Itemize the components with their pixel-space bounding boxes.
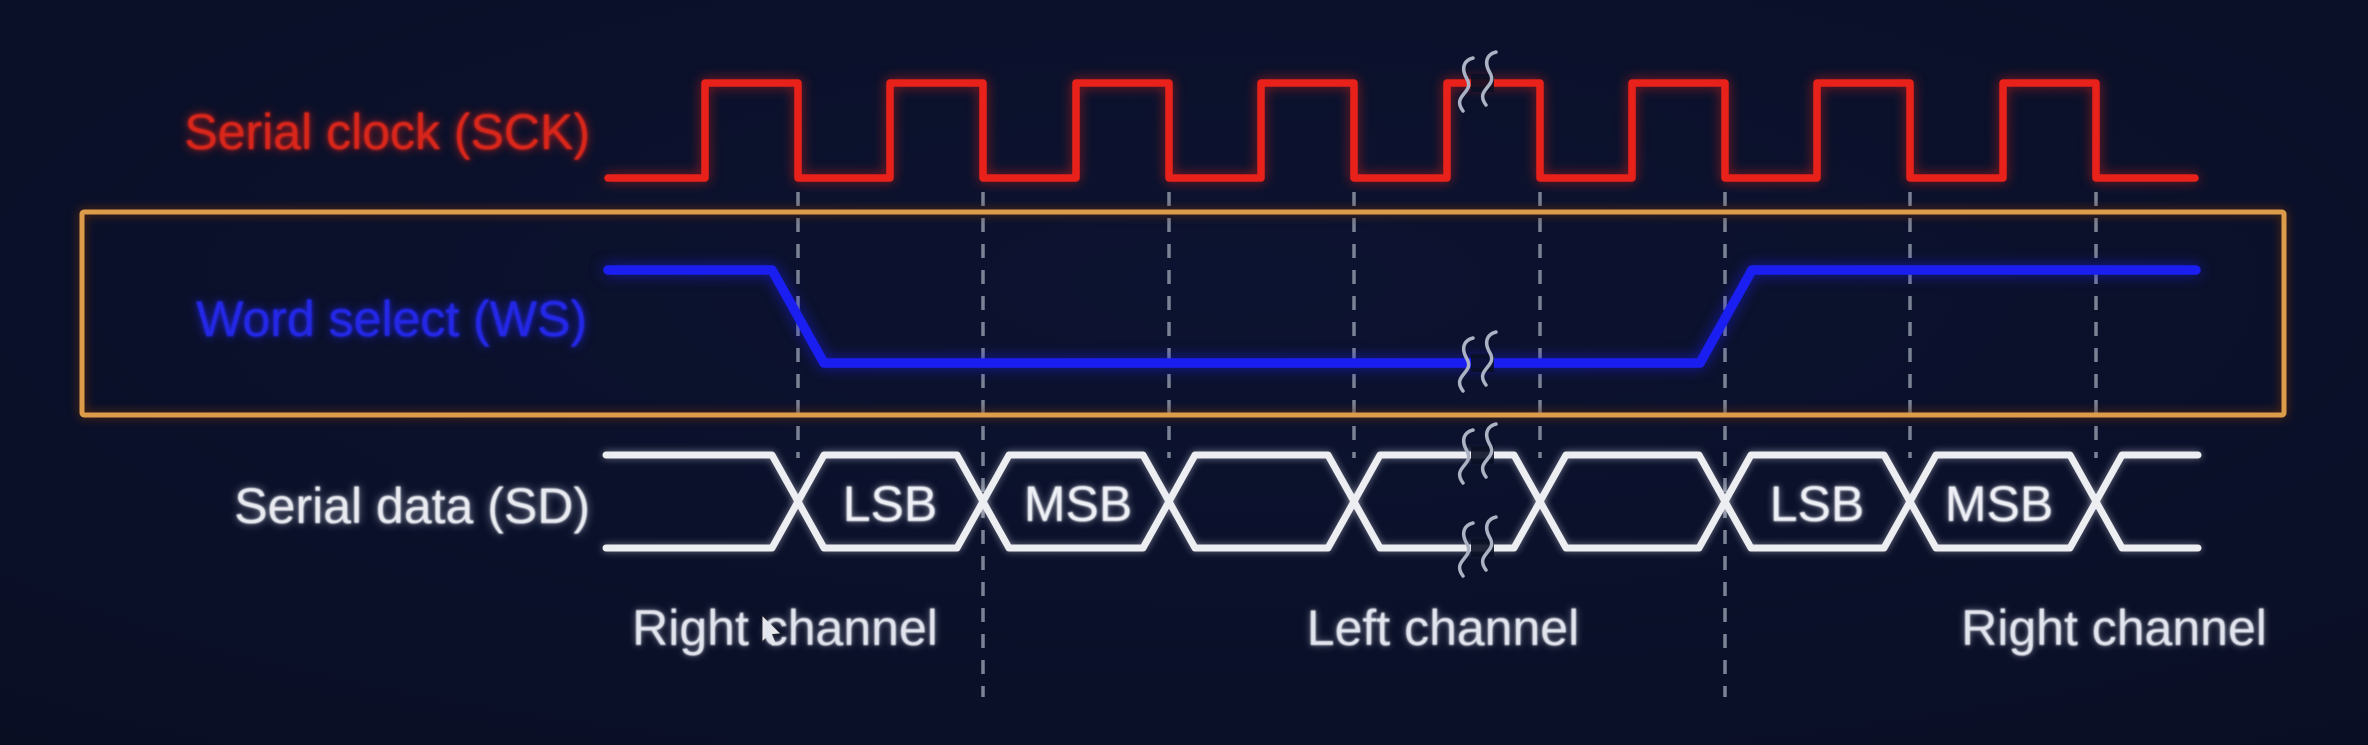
sd-signal-label: Serial data (SD) xyxy=(234,478,590,534)
ws-signal-label: Word select (WS) xyxy=(196,291,587,347)
channel-label-0: Right channel xyxy=(632,600,938,656)
channel-label-2: Right channel xyxy=(1961,600,2267,656)
sd-cell-label-msb-1: MSB xyxy=(1023,476,1133,532)
sd-cell-label-lsb-0: LSB xyxy=(842,476,938,532)
sck-signal-label: Serial clock (SCK) xyxy=(184,104,590,160)
mouse-cursor xyxy=(761,613,783,648)
break-mark xyxy=(1457,428,1475,485)
break-mark xyxy=(1457,521,1475,578)
break-mark xyxy=(1457,336,1475,393)
sd-cell-label-lsb-2: LSB xyxy=(1769,476,1865,532)
break-mark xyxy=(1457,56,1475,113)
break-mark xyxy=(1480,330,1498,387)
sck-waveform xyxy=(604,79,2199,182)
ws-waveform xyxy=(603,265,2201,368)
break-mark xyxy=(1480,50,1498,107)
channel-label-1: Left channel xyxy=(1306,600,1580,656)
ws-highlight-box xyxy=(79,209,2287,418)
sd-cell-label-msb-3: MSB xyxy=(1944,476,2054,532)
sd-waveform-bottom-rail xyxy=(602,451,2202,552)
sd-waveform-top-rail xyxy=(602,451,2202,552)
break-mark xyxy=(1480,515,1498,572)
break-mark xyxy=(1480,422,1498,479)
